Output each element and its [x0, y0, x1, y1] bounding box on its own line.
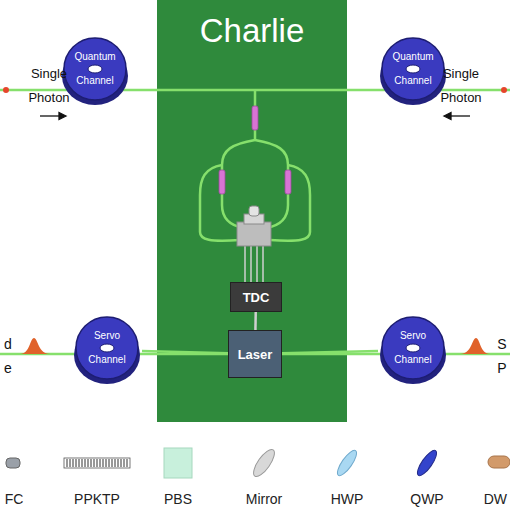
channel-label: Quantum Channel: [70, 45, 120, 93]
fiber-spool: Servo Channel: [72, 315, 142, 385]
legend-text: FC: [5, 491, 24, 507]
channel-label: Servo Channel: [388, 324, 438, 372]
fiber-spool: Quantum Channel: [60, 36, 130, 106]
legend-entry: Mirror: [246, 491, 283, 507]
spool-shape: [72, 315, 142, 385]
device-label: TDC: [243, 290, 270, 305]
spool-shape: [378, 36, 448, 106]
legend-entry: DW: [484, 491, 507, 507]
channel-label: Quantum Channel: [388, 45, 438, 93]
fiber-spool: Servo Channel: [378, 315, 448, 385]
fiber-spool: Quantum Channel: [378, 36, 448, 106]
legend-text: DW: [484, 491, 507, 507]
legend-text: PPKTP: [74, 491, 120, 507]
legend-entry: PPKTP: [74, 491, 120, 507]
signal-wire: [254, 312, 257, 330]
cut-label: P: [496, 360, 508, 376]
legend-entry: PBS: [164, 491, 192, 507]
fibers: [0, 90, 510, 354]
photon-label: Single Photon: [18, 62, 80, 110]
device-label: Laser: [238, 347, 273, 362]
device-box: Laser: [228, 330, 282, 378]
detector: [237, 206, 271, 282]
servo-fiber: [282, 351, 378, 353]
channel-label: Servo Channel: [82, 324, 132, 372]
direction-arrows: [40, 113, 470, 120]
cut-label: e: [2, 360, 14, 376]
legend-text: Mirror: [246, 491, 283, 507]
station-board: CharlieTDC Laser: [157, 0, 347, 422]
station-title: Charlie: [200, 12, 305, 50]
cut-label: d: [2, 336, 14, 352]
photons: [3, 87, 507, 354]
legend-icons: [6, 446, 510, 479]
servo-fiber: [142, 351, 228, 353]
spool-shape: [378, 315, 448, 385]
legend-text: HWP: [331, 491, 364, 507]
legend-entry: QWP: [410, 491, 443, 507]
cut-label: S: [496, 336, 508, 352]
legend-entry: FC: [5, 491, 24, 507]
photon-label: Single Photon: [430, 62, 492, 110]
legend-entry: HWP: [331, 491, 364, 507]
fiber-components: [219, 106, 291, 194]
circuit-board: [157, 0, 347, 422]
legend-text: QWP: [410, 491, 443, 507]
device-box: TDC: [230, 282, 282, 312]
spool-shape: [60, 36, 130, 106]
legend-text: PBS: [164, 491, 192, 507]
